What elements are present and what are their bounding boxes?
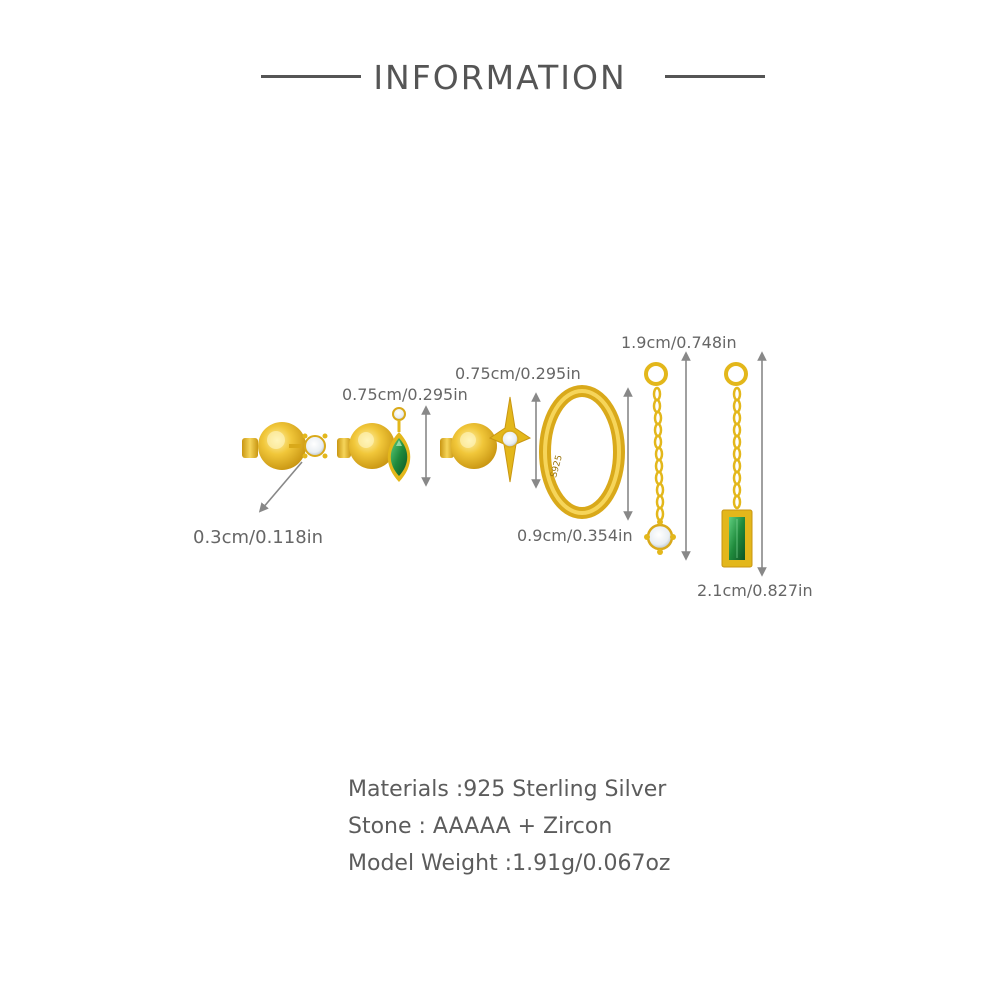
star-earring: [440, 396, 532, 483]
page-title: INFORMATION: [373, 58, 627, 97]
title-divider-right: [665, 75, 765, 78]
stud-diameter-arrow: [258, 461, 303, 513]
stone-spec: Stone : AAAAA + Zircon: [348, 814, 613, 839]
marquise-height-label: 0.75cm/0.295in: [342, 385, 468, 404]
stud-diameter-label: 0.3cm/0.118in: [193, 527, 324, 548]
hoop-earring: S925: [539, 385, 625, 519]
star-height-label: 0.75cm/0.295in: [455, 364, 581, 383]
title-divider-left: [261, 75, 361, 78]
green-drop-earring: [721, 362, 753, 568]
weight-spec: Model Weight :1.91g/0.067oz: [348, 851, 671, 876]
clear-drop-length-label: 1.9cm/0.748in: [621, 333, 737, 352]
clear-drop-earring: [644, 362, 676, 555]
chain: [652, 386, 665, 522]
hoop-diameter-label: 0.9cm/0.354in: [517, 526, 633, 545]
materials-spec: Materials :925 Sterling Silver: [348, 777, 667, 802]
marquise-earring: [337, 407, 411, 482]
chain: [732, 386, 742, 510]
hoop-stamp: S925: [549, 454, 565, 479]
stud-earring: [242, 422, 328, 470]
green-drop-length-label: 2.1cm/0.827in: [697, 581, 813, 600]
